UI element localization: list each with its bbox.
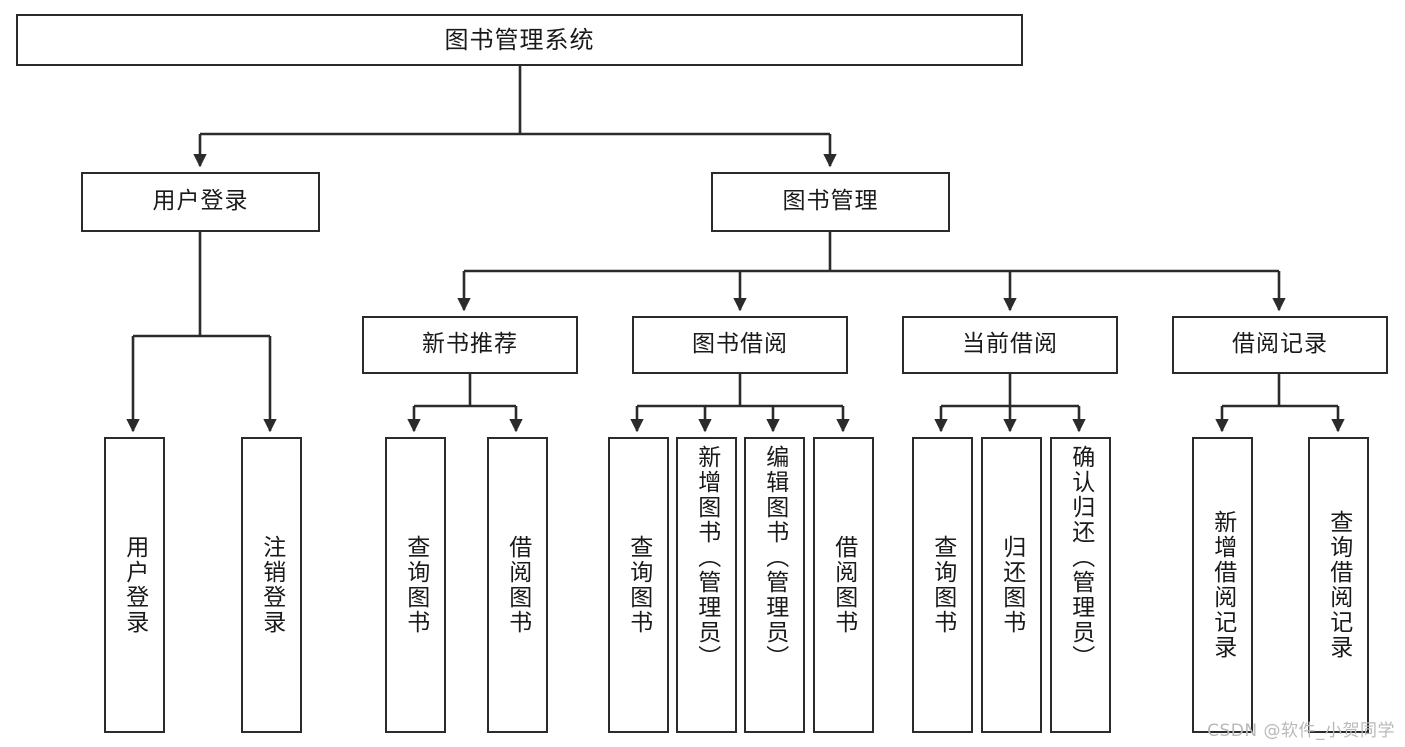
leaf-rec-add[interactable]: 新增借阅记录 [1192, 437, 1253, 733]
leaf-user-logout-label: 注销登录 [258, 535, 285, 635]
node-root[interactable]: 图书管理系统 [16, 14, 1023, 66]
leaf-borrow-do-label: 借阅图书 [830, 535, 857, 635]
leaf-cur-return-label: 归还图书 [998, 535, 1025, 635]
leaf-borrow-edit[interactable]: 编辑图书（管理员） [744, 437, 805, 733]
leaf-borrow-query-label: 查询图书 [625, 535, 652, 635]
node-new-book-rec[interactable]: 新书推荐 [362, 316, 578, 374]
leaf-rec-borrow-label: 借阅图书 [504, 535, 531, 635]
node-user-login-label: 用户登录 [152, 188, 249, 215]
leaf-rec-add-label: 新增借阅记录 [1209, 510, 1236, 660]
node-book-admin[interactable]: 图书管理 [711, 172, 950, 232]
node-current-borrow[interactable]: 当前借阅 [902, 316, 1118, 374]
node-user-login[interactable]: 用户登录 [81, 172, 320, 232]
node-book-borrow-label: 图书借阅 [692, 331, 788, 358]
leaf-cur-confirm-label: 确认归还（管理员） [1067, 445, 1094, 670]
leaf-borrow-edit-label: 编辑图书（管理员） [761, 445, 788, 670]
leaf-cur-query-label: 查询图书 [929, 535, 956, 635]
node-borrow-record[interactable]: 借阅记录 [1172, 316, 1388, 374]
node-root-label: 图书管理系统 [444, 25, 595, 54]
leaf-rec-query-label: 查询图书 [402, 535, 429, 635]
leaf-cur-query[interactable]: 查询图书 [912, 437, 973, 733]
node-borrow-record-label: 借阅记录 [1232, 331, 1328, 358]
node-book-borrow[interactable]: 图书借阅 [632, 316, 848, 374]
node-current-borrow-label: 当前借阅 [962, 331, 1058, 358]
leaf-cur-confirm[interactable]: 确认归还（管理员） [1050, 437, 1111, 733]
leaf-borrow-add[interactable]: 新增图书（管理员） [676, 437, 737, 733]
leaf-cur-return[interactable]: 归还图书 [981, 437, 1042, 733]
leaf-user-logout[interactable]: 注销登录 [241, 437, 302, 733]
node-book-admin-label: 图书管理 [782, 188, 879, 215]
leaf-rec-borrow[interactable]: 借阅图书 [487, 437, 548, 733]
leaf-borrow-do[interactable]: 借阅图书 [813, 437, 874, 733]
leaf-rec-search-label: 查询借阅记录 [1325, 510, 1352, 660]
leaf-rec-search[interactable]: 查询借阅记录 [1308, 437, 1369, 733]
leaf-rec-query[interactable]: 查询图书 [385, 437, 446, 733]
leaf-user-login[interactable]: 用户登录 [104, 437, 165, 733]
leaf-borrow-add-label: 新增图书（管理员） [693, 445, 720, 670]
leaf-user-login-label: 用户登录 [121, 535, 148, 635]
node-new-book-rec-label: 新书推荐 [422, 331, 518, 358]
leaf-borrow-query[interactable]: 查询图书 [608, 437, 669, 733]
